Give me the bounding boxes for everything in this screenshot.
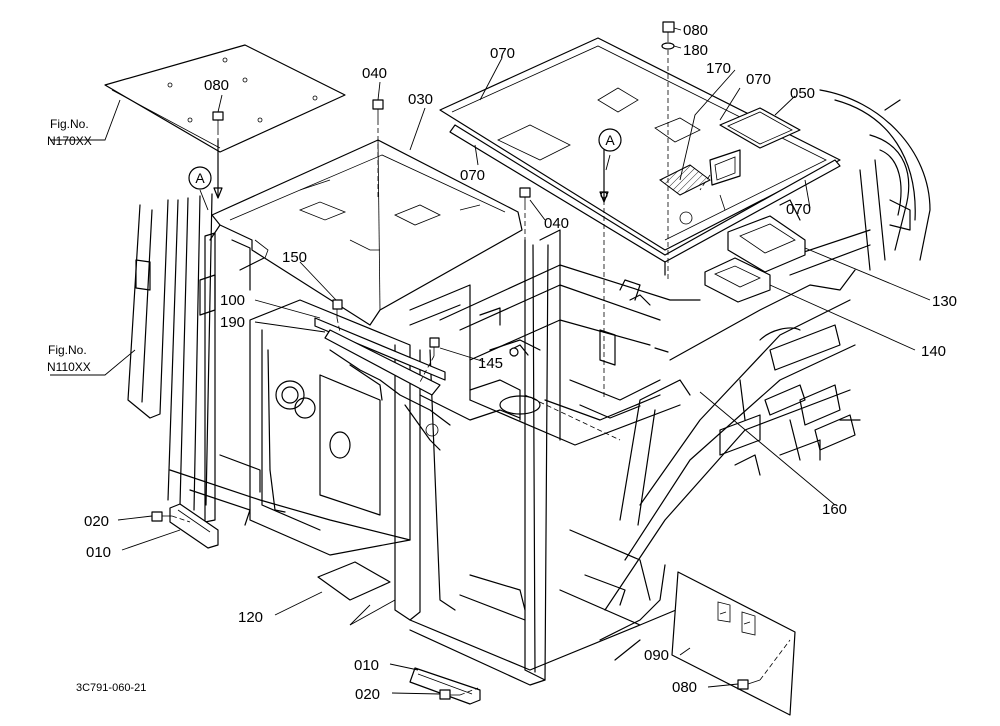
view-marker-a-right-text: A — [605, 132, 615, 148]
reference-fig-n170xx-line2: N170XX — [47, 134, 92, 148]
reference-fig-n170xx-line1: Fig.No. — [50, 117, 89, 131]
support-bar — [314, 317, 521, 451]
part-label-010-left: 010 — [86, 544, 111, 561]
figure-code: 3C791-060-21 — [76, 682, 146, 694]
part-label-070-top: 070 — [490, 45, 515, 62]
part-label-190: 190 — [220, 314, 245, 331]
part-label-170: 170 — [706, 60, 731, 77]
part-labels: 080 040 030 070 080 180 170 070 050 070 … — [84, 22, 957, 703]
reference-fig-n110xx: Fig.No. N110XX — [47, 343, 91, 374]
part-label-160: 160 — [822, 501, 847, 518]
part-label-020-bottom: 020 — [355, 686, 380, 703]
reference-fig-n110xx-line1: Fig.No. — [48, 343, 87, 357]
part-label-150: 150 — [282, 249, 307, 266]
view-arrows — [213, 139, 609, 203]
part-label-080-top-left: 080 — [204, 77, 229, 94]
part-label-040-mid: 040 — [544, 215, 569, 232]
part-label-130: 130 — [932, 293, 957, 310]
part-label-140: 140 — [921, 343, 946, 360]
cab-frame — [127, 89, 931, 686]
part-label-080-top-right: 080 — [683, 22, 708, 39]
part-label-020-left: 020 — [84, 513, 109, 530]
part-label-070-left: 070 — [460, 167, 485, 184]
view-marker-a-left-text: A — [195, 170, 205, 186]
top-left-plate — [104, 44, 346, 153]
part-label-145: 145 — [478, 355, 503, 372]
part-label-030: 030 — [408, 91, 433, 108]
leader-lines — [50, 27, 931, 695]
roof-panels — [439, 37, 841, 303]
part-label-120: 120 — [238, 609, 263, 626]
part-label-070-right: 070 — [786, 201, 811, 218]
floor-parts — [169, 503, 796, 716]
part-label-080-bottom: 080 — [672, 679, 697, 696]
part-label-180: 180 — [683, 42, 708, 59]
part-label-100: 100 — [220, 292, 245, 309]
view-marker-a-right: A — [598, 128, 622, 152]
reference-fig-n170xx: Fig.No. N170XX — [47, 117, 92, 148]
part-label-050: 050 — [790, 85, 815, 102]
part-label-090: 090 — [644, 647, 669, 664]
reference-fig-n110xx-line2: N110XX — [47, 360, 91, 374]
part-label-040-top: 040 — [362, 65, 387, 82]
part-label-070-right-top: 070 — [746, 71, 771, 88]
view-marker-a-left: A — [188, 166, 212, 190]
part-label-010-bottom: 010 — [354, 657, 379, 674]
